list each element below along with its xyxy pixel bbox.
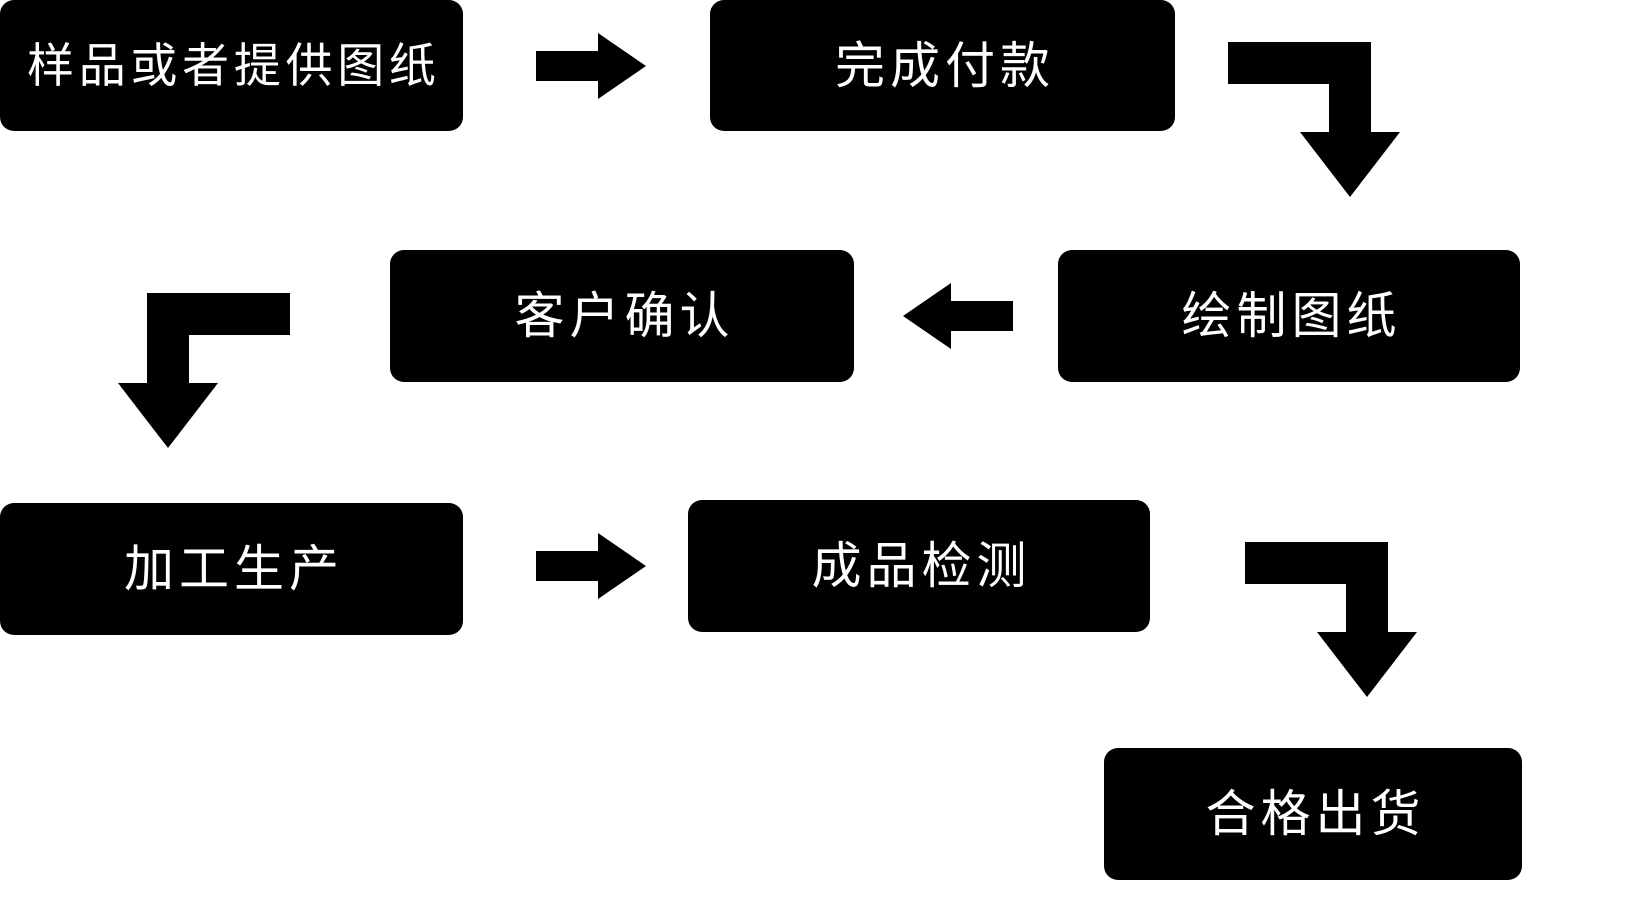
arrow-left-icon — [903, 283, 1013, 349]
arrow-elbow-inspection-to-shipping — [1245, 542, 1417, 697]
flow-node-complete-payment[interactable]: 完成付款 — [710, 0, 1175, 131]
flow-node-label: 加工生产 — [124, 541, 344, 597]
flow-node-label: 完成付款 — [835, 37, 1055, 94]
flow-node-label: 成品检测 — [811, 538, 1032, 594]
elbow-arrow-down-icon — [1245, 542, 1417, 697]
flow-node-label: 合格出货 — [1205, 786, 1426, 842]
flow-node-draw-drawing[interactable]: 绘制图纸 — [1058, 250, 1520, 382]
arrow-right-sample-to-payment — [536, 33, 646, 99]
arrow-elbow-payment-to-drawing — [1228, 42, 1400, 197]
flow-node-finished-inspection[interactable]: 成品检测 — [688, 500, 1150, 632]
arrow-right-production-to-inspection — [536, 533, 646, 599]
flow-node-sample-or-drawing[interactable]: 样品或者提供图纸 — [0, 0, 463, 131]
elbow-arrow-down-icon — [1228, 42, 1400, 197]
flow-node-label: 绘制图纸 — [1181, 288, 1402, 344]
arrow-elbow-confirm-to-production — [118, 293, 290, 448]
flow-node-customer-confirm[interactable]: 客户确认 — [390, 250, 854, 382]
arrow-right-icon — [536, 33, 646, 99]
arrow-left-drawing-to-confirm — [903, 283, 1013, 349]
flow-node-label: 客户确认 — [514, 288, 735, 344]
flow-node-label: 样品或者提供图纸 — [27, 39, 441, 92]
flow-node-qualified-shipping[interactable]: 合格出货 — [1104, 748, 1522, 880]
flow-node-production[interactable]: 加工生产 — [0, 503, 463, 635]
elbow-arrow-down-icon — [118, 293, 290, 448]
arrow-right-icon — [536, 533, 646, 599]
